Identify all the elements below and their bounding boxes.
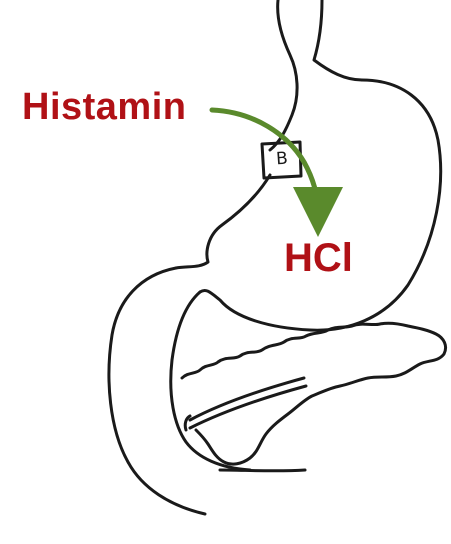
duodenum-lower-edge (220, 470, 305, 471)
duodenum-inner-loop (171, 292, 250, 470)
receptor-letter-b: B (263, 145, 301, 173)
histamin-label: Histamin (22, 86, 186, 129)
stomach-lesser-curvature (176, 175, 270, 268)
pancreas-outline (182, 323, 446, 464)
hcl-label: HCl (284, 236, 353, 281)
stomach-outline (200, 80, 441, 330)
esophagus-right-wall (314, 0, 362, 80)
pancreatic-duct-lower (190, 386, 306, 428)
